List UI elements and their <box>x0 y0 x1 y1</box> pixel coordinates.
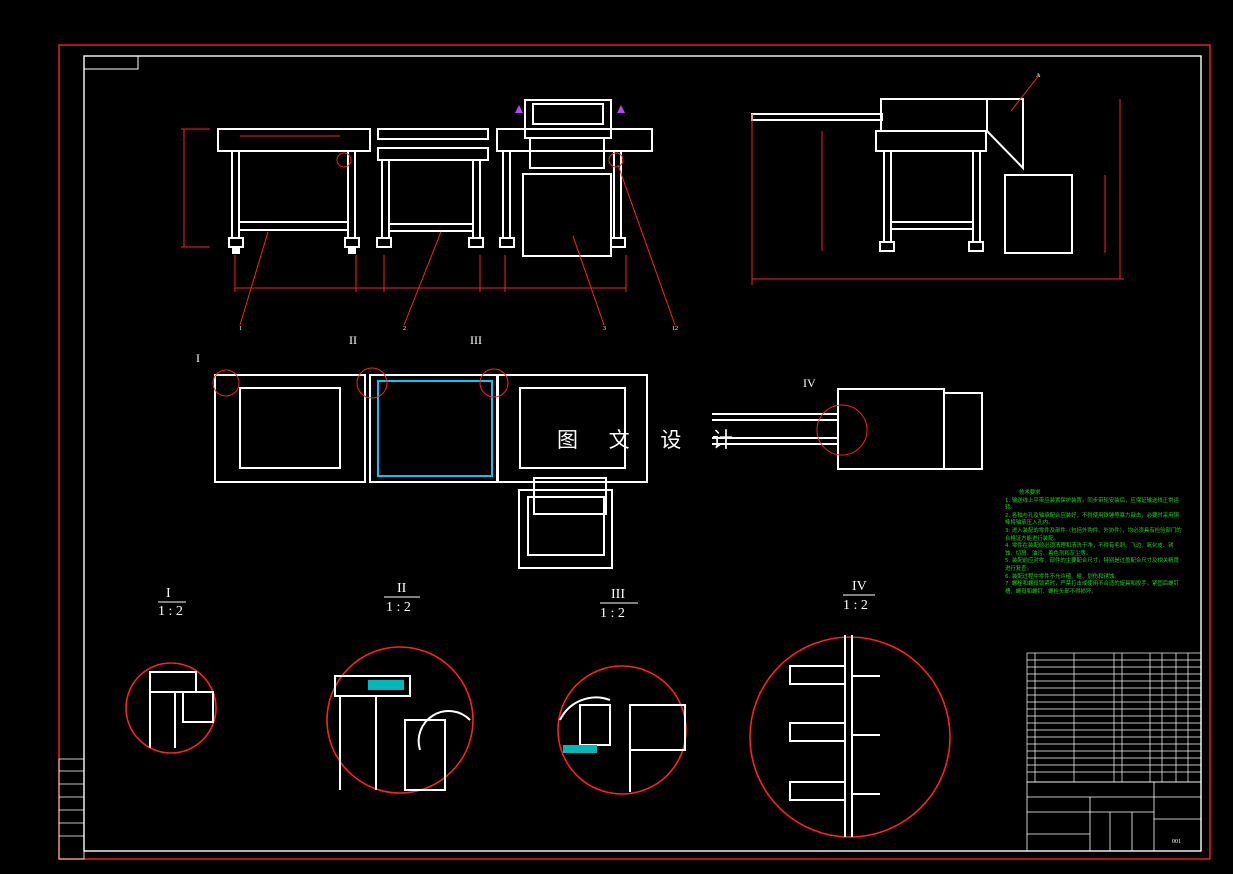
detail-4-label: IV <box>852 579 867 594</box>
plan-view-accent <box>377 380 493 477</box>
detail-3-scale: 1 : 2 <box>600 606 625 621</box>
watermark: 图 文 设 计 <box>557 428 746 452</box>
tech-req-title: 技术要求 <box>1019 490 1041 496</box>
tech-req-item: 2. 各轴与孔及轴承配合应装好，不得使用铁锤等暴力敲击，必要时采用铜棒将轴承压入… <box>1005 512 1179 527</box>
tech-req-item: 3. 进入装配的零件及部件（包括外购件、外协件），均必须具有检验部门的合格证方能… <box>1005 527 1182 542</box>
detail-1-scale: 1 : 2 <box>158 604 183 619</box>
side-elevation-dims <box>751 73 1124 285</box>
detail-3-label: III <box>611 587 625 602</box>
left-register-table <box>58 758 85 860</box>
drawing-number: 001 <box>1172 839 1181 845</box>
detail-4-scale: 1 : 2 <box>843 598 868 613</box>
side-elevation <box>751 98 1073 254</box>
tech-req-item: 5. 装配前应对零、部件的主要配合尺寸，特别是过盈配合尺寸及相关精度进行复查。 <box>1005 558 1179 572</box>
parts-list <box>1026 652 1202 783</box>
detail-2-scale: 1 : 2 <box>386 600 411 615</box>
tech-req-item: 7. 螺栓和螺母锁紧时，严禁打击或使用不合适的旋具和扳手，紧固后螺钉槽、螺母和螺… <box>1005 581 1179 595</box>
marker-III: III <box>470 333 482 347</box>
detail-view-4: IV 1 : 2 <box>749 579 951 838</box>
tech-req-item: 4. 零件在装配前必须清理和清洗干净，不得有毛刺、飞边、氧化皮、锈蚀、切屑、油污… <box>1005 543 1174 557</box>
title-block <box>1026 781 1202 852</box>
detail-1-label: I <box>166 586 171 601</box>
sheet-border <box>58 44 1211 860</box>
detail-view-1: I 1 : 2 <box>125 586 217 754</box>
detail-view-3: III 1 : 2 <box>557 587 687 795</box>
plan-view <box>214 374 983 569</box>
front-elevation-red-details <box>181 128 676 326</box>
balloon-12: 12 <box>672 326 678 332</box>
drawing-frame <box>83 55 1202 852</box>
marker-II: II <box>349 333 357 347</box>
technical-requirements: 技术要求 1. 输送线上平带应装置保护装置，同步带轮安装后，应保证输送线正常运转… <box>1005 490 1183 596</box>
balloon-2: 2 <box>403 326 406 332</box>
plan-markers: I II III IV <box>196 333 816 390</box>
marker-I: I <box>196 351 200 365</box>
front-elevation <box>217 99 653 257</box>
detail-callouts <box>212 367 868 456</box>
section-mark: A <box>1036 73 1041 79</box>
drawing-no-box <box>83 55 139 70</box>
direction-markers <box>515 105 625 113</box>
detail-view-2: II 1 : 2 <box>326 581 474 794</box>
tech-req-item: 1. 输送线上平带应装置保护装置，同步带轮安装后，应保证输送线正常运转。 <box>1005 497 1179 512</box>
balloon-3: 3 <box>603 326 606 332</box>
balloon-labels: 1 2 3 12 <box>239 326 678 332</box>
marker-IV: IV <box>803 376 816 390</box>
tech-req-item: 6. 装配过程中零件不允许磕、碰、划伤和锈蚀。 <box>1005 573 1120 580</box>
detail-2-label: II <box>397 581 407 596</box>
balloon-1: 1 <box>239 326 242 332</box>
